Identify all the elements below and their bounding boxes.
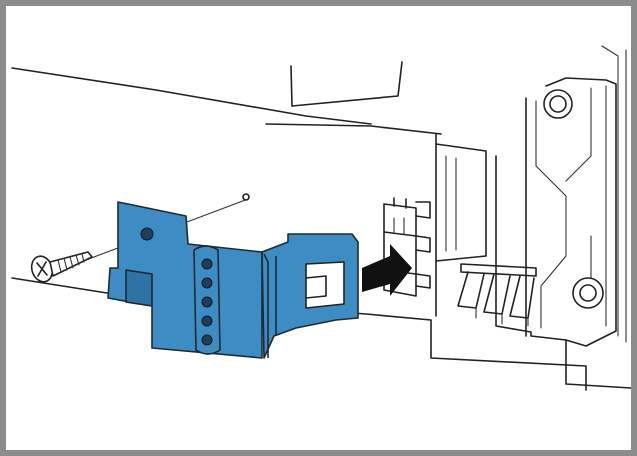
bracket-notch	[263, 253, 277, 358]
bracket-arm-slot	[305, 261, 345, 309]
bracket-fold	[125, 269, 153, 307]
guide-end	[242, 193, 250, 201]
right-housing	[495, 77, 631, 389]
assembly-diagram	[11, 45, 631, 391]
front-top-line	[265, 123, 442, 135]
bracket-screw-hole	[140, 227, 154, 241]
upper-panel	[290, 65, 293, 107]
bracket-hole	[201, 334, 213, 346]
top-edge	[11, 67, 372, 125]
mounting-bracket	[107, 201, 359, 359]
boss-bottom	[572, 277, 604, 309]
screw-icon	[30, 251, 93, 283]
screw-assembly	[30, 193, 250, 283]
bracket-hole	[201, 277, 213, 289]
printer-body	[11, 45, 631, 391]
right-housing-inner	[535, 85, 607, 329]
slot-frame	[435, 133, 487, 317]
upper-panel-corner	[291, 61, 403, 107]
insert-direction-arrow	[362, 244, 412, 296]
bracket-arm-slot-lip	[305, 275, 327, 299]
bracket-hole	[201, 296, 213, 308]
bracket-hole	[201, 315, 213, 327]
boss-top	[543, 89, 573, 119]
lower-slots	[457, 263, 537, 327]
housing-ribs	[601, 45, 627, 343]
bracket-hole	[201, 258, 213, 270]
slot-inner	[445, 155, 457, 252]
bracket-main-plate	[107, 201, 263, 359]
bracket-holes	[201, 258, 213, 346]
